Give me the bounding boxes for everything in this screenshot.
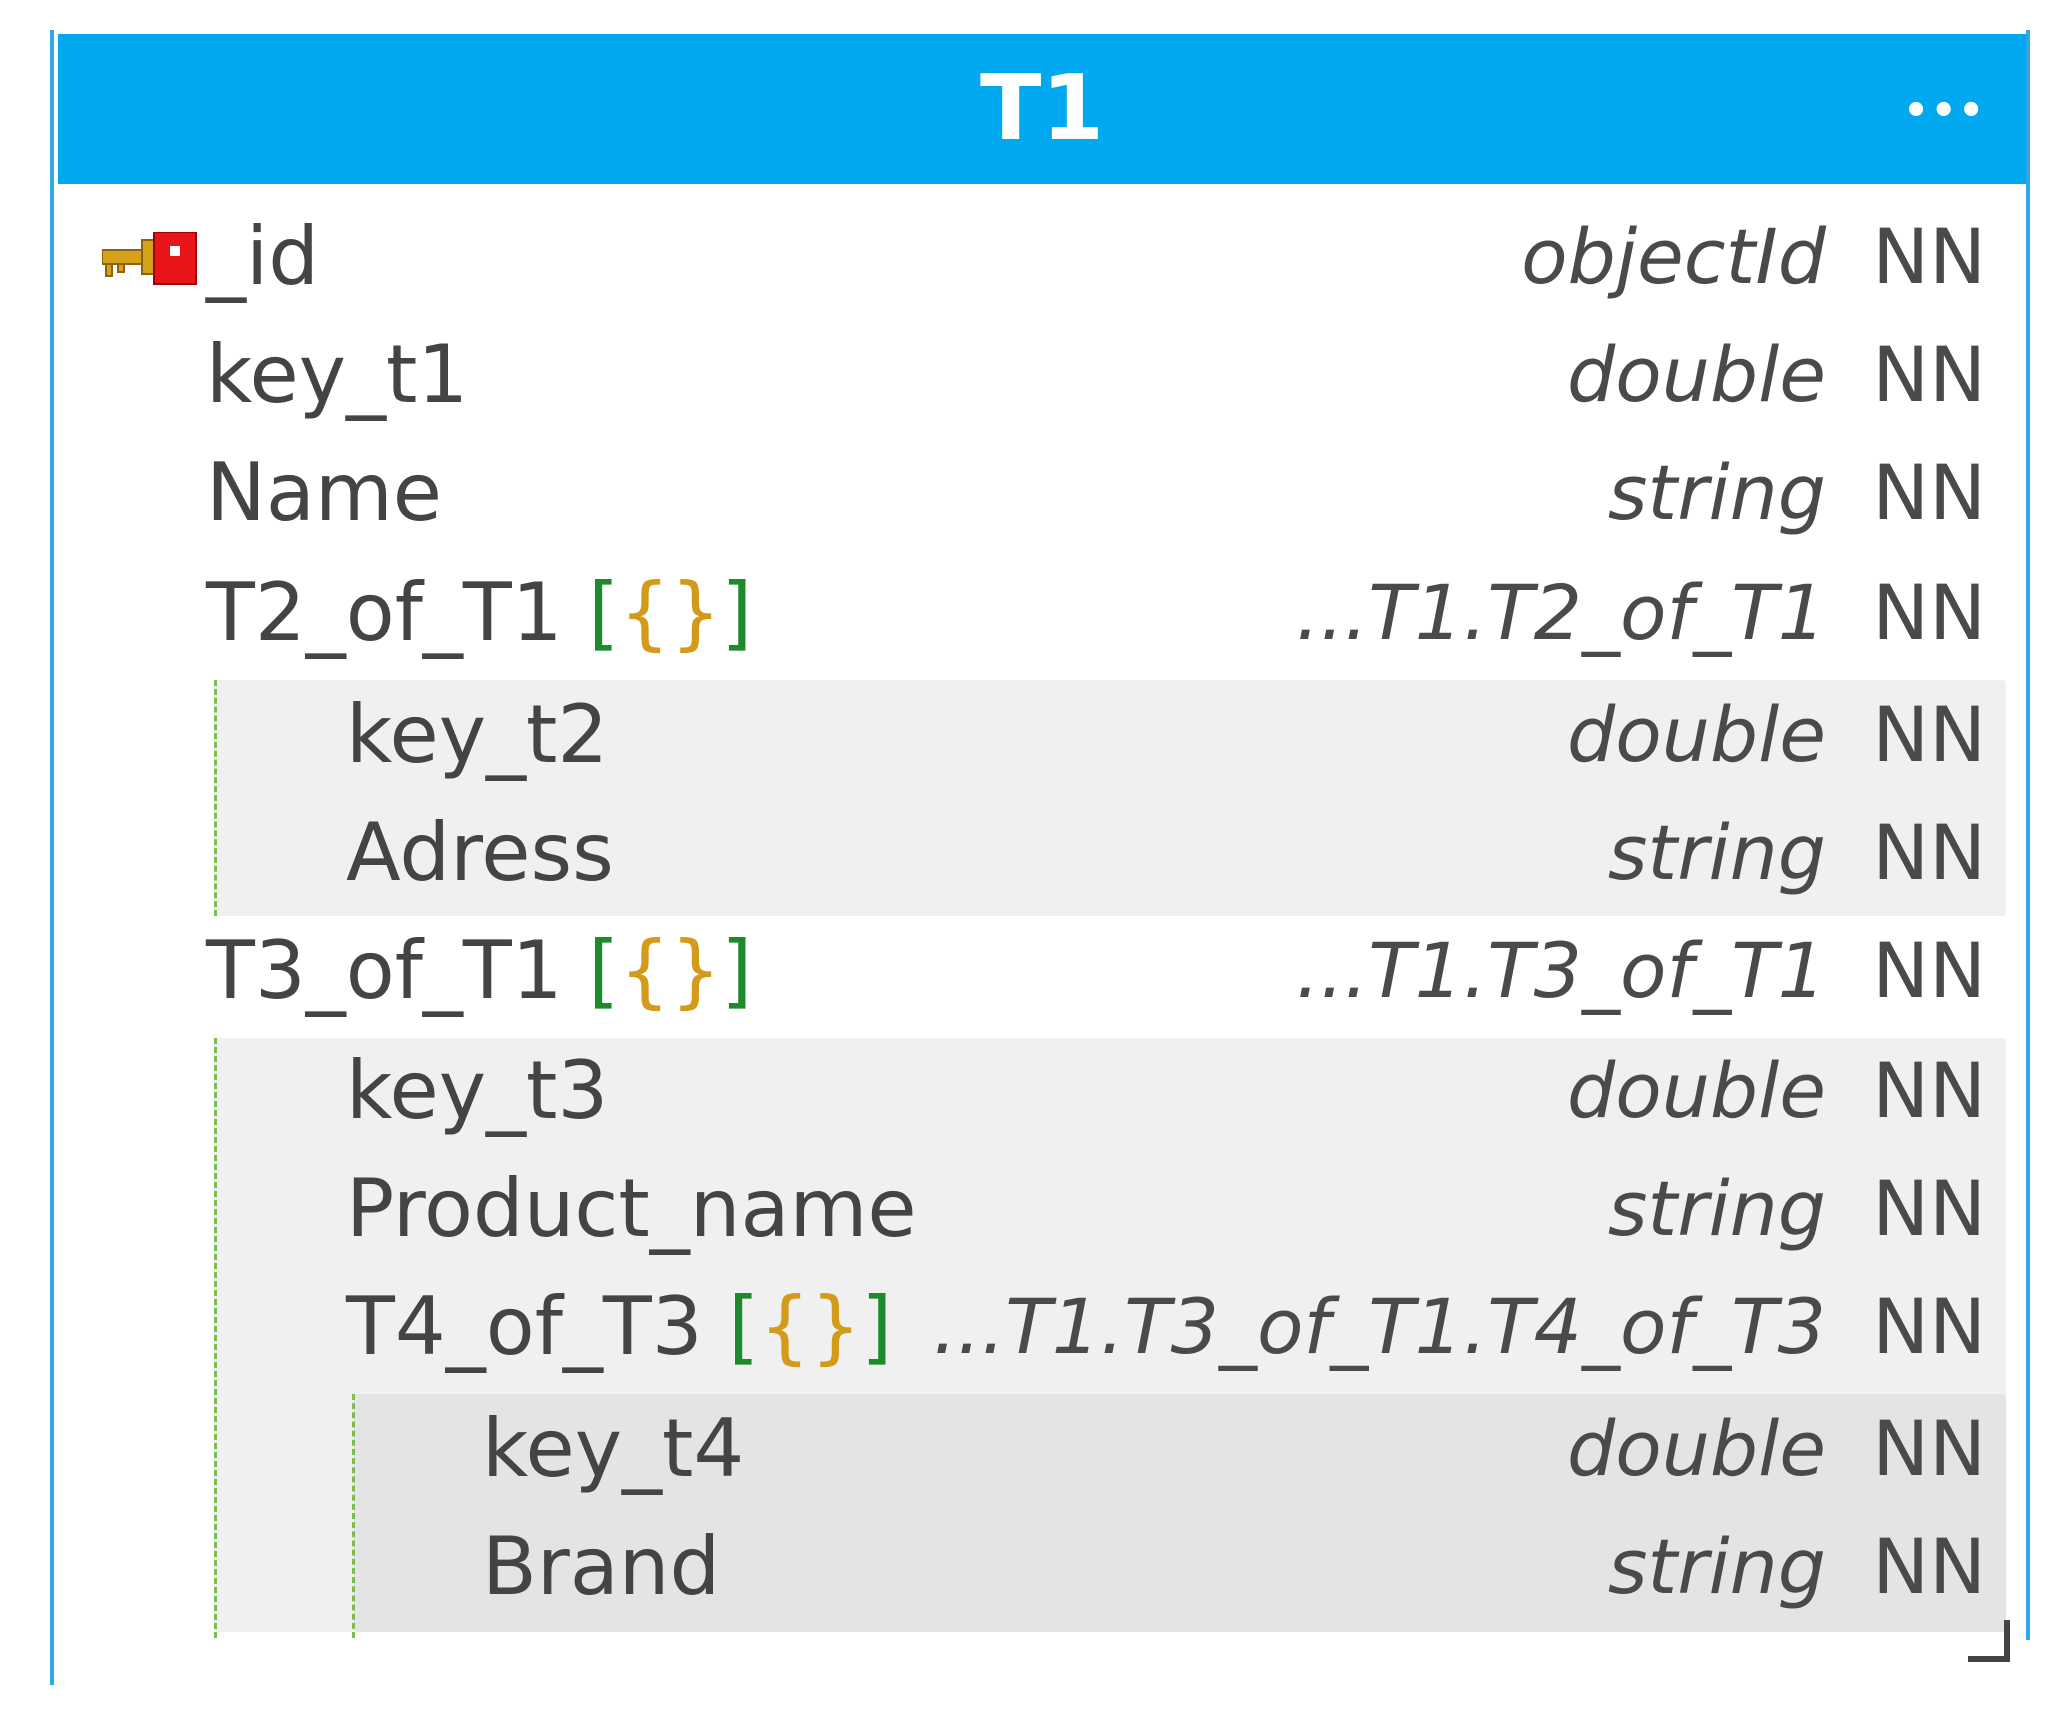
resize-handle-icon[interactable] [1968,1620,2010,1662]
field-name: Adress [346,806,614,899]
field-type: string [1607,808,1826,897]
array-bracket-close: ] [721,924,753,1017]
field-row-key_t4[interactable]: key_t4 double NN [58,1390,2026,1508]
field-constraint: NN [1872,1522,1986,1611]
field-name-group: T2_of_T1 [{}] [206,554,752,672]
field-constraint: NN [1872,926,1986,1015]
nested-group-t4 [354,1394,2006,1632]
field-name: T4_of_T3 [346,1280,703,1373]
key-icon [102,232,197,285]
field-constraint: NN [1872,1282,1986,1371]
field-constraint: NN [1872,1404,1986,1493]
field-constraint: NN [1872,568,1986,657]
field-type: objectId [1521,212,1826,301]
field-name-group: T4_of_T3 [{}] [346,1268,892,1386]
nesting-guide-t4 [352,1394,355,1638]
entity-title: T1 [979,56,1104,161]
field-name: T2_of_T1 [206,566,563,659]
object-brace-close: } [810,1280,862,1373]
nesting-guide-t2 [214,680,217,916]
field-name: Name [206,446,443,539]
field-row-key_t1[interactable]: key_t1 double NN [58,316,2026,434]
array-bracket-open: [ [728,1280,760,1373]
field-row-t4_of_t3[interactable]: T4_of_T3 [{}] ...T1.T3_of_T1.T4_of_T3 NN [58,1268,2026,1386]
field-row-name[interactable]: Name string NN [58,434,2026,552]
field-type: string [1607,1522,1826,1611]
entity-border-right [2026,30,2030,1640]
field-name: T3_of_T1 [206,924,563,1017]
object-brace-close: } [670,566,722,659]
field-constraint: NN [1872,1164,1986,1253]
field-row-brand[interactable]: Brand string NN [58,1508,2026,1626]
field-row-t3_of_t1[interactable]: T3_of_T1 [{}] ...T1.T3_of_T1 NN [58,912,2026,1030]
object-brace-close: } [670,924,722,1017]
object-brace-open: { [619,566,671,659]
field-constraint: NN [1872,808,1986,897]
field-type: double [1566,690,1826,779]
field-type: ...T1.T2_of_T1 [1295,568,1826,657]
more-icon[interactable]: ••• [1903,88,1986,134]
field-constraint: NN [1872,448,1986,537]
object-brace-open: { [619,924,671,1017]
field-row-key_t2[interactable]: key_t2 double NN [58,676,2026,794]
field-type: ...T1.T3_of_T1 [1295,926,1826,1015]
field-row-product_name[interactable]: Product_name string NN [58,1150,2026,1268]
object-brace-open: { [759,1280,811,1373]
field-type: double [1566,330,1826,419]
field-constraint: NN [1872,1046,1986,1135]
field-name: key_t1 [206,328,469,421]
array-bracket-open: [ [588,924,620,1017]
array-bracket-close: ] [721,566,753,659]
array-bracket-close: ] [861,1280,893,1373]
field-name-group: T3_of_T1 [{}] [206,912,752,1030]
field-type: double [1566,1046,1826,1135]
field-constraint: NN [1872,330,1986,419]
field-row-t2_of_t1[interactable]: T2_of_T1 [{}] ...T1.T2_of_T1 NN [58,554,2026,672]
array-bracket-open: [ [588,566,620,659]
field-type: double [1566,1404,1826,1493]
field-constraint: NN [1872,690,1986,779]
field-type: ...T1.T3_of_T1.T4_of_T3 [932,1282,1826,1371]
field-name: key_t3 [346,1044,609,1137]
field-type: string [1607,448,1826,537]
field-type: string [1607,1164,1826,1253]
entity-header[interactable]: T1 ••• [58,34,2026,184]
field-row-adress[interactable]: Adress string NN [58,794,2026,912]
field-constraint: NN [1872,212,1986,301]
field-name: Product_name [346,1162,917,1255]
field-name: key_t2 [346,688,609,781]
field-row-key_t3[interactable]: key_t3 double NN [58,1032,2026,1150]
field-name: key_t4 [482,1402,745,1495]
field-row-_id[interactable]: _id objectId NN [58,198,2026,316]
nesting-guide-t3 [214,1038,217,1638]
nested-group-t2 [214,680,2006,916]
field-name: Brand [482,1520,721,1613]
entity-border-left [50,30,54,1685]
field-name: _id [206,210,320,303]
